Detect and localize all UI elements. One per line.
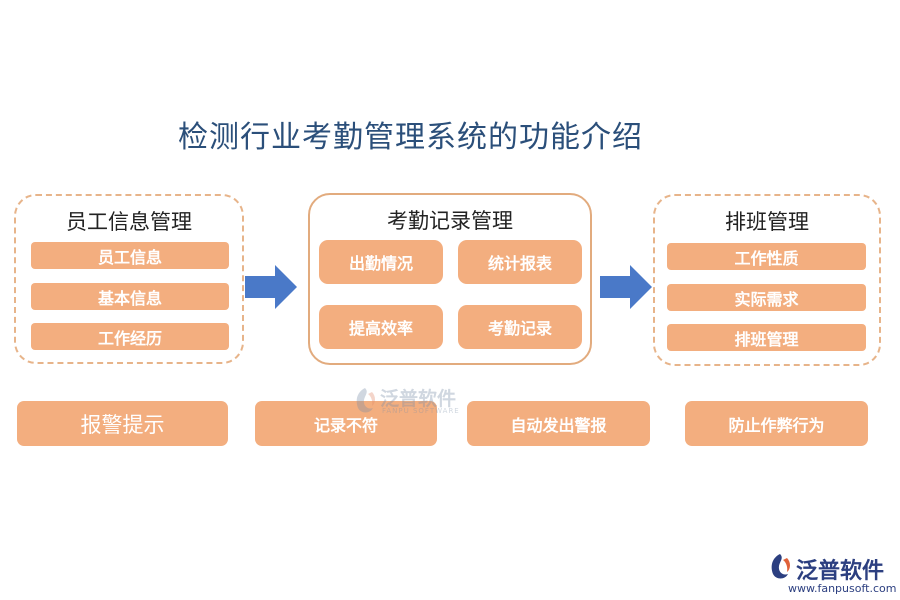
watermark-sub: FANPU SOFTWARE [382, 407, 460, 415]
arrow-right-icon [245, 265, 297, 309]
anti-cheating-box: 防止作弊行为 [685, 401, 868, 446]
alarm-prompt-box: 报警提示 [17, 401, 228, 446]
fanpu-logo-icon [771, 554, 790, 579]
shift-management-title: 排班管理 [725, 210, 809, 234]
employee-info-item: 员工信息 [31, 242, 229, 269]
logo-url: www.fanpusoft.com [788, 582, 897, 595]
work-nature-item: 工作性质 [667, 243, 866, 270]
statistics-report-item: 统计报表 [458, 240, 582, 284]
actual-demand-item: 实际需求 [667, 284, 866, 311]
watermark: 泛普软件 FANPU SOFTWARE [352, 384, 472, 420]
employee-info-panel: 员工信息管理 [14, 194, 244, 364]
attendance-record-panel: 考勤记录管理 [308, 193, 592, 365]
work-history-item: 工作经历 [31, 323, 229, 350]
fanpu-logo-icon [356, 388, 375, 413]
attendance-record-item: 考勤记录 [458, 305, 582, 349]
record-mismatch-box: 记录不符 [255, 401, 437, 446]
arrow-right-icon [600, 265, 652, 309]
shift-management-panel: 排班管理 [653, 194, 881, 366]
improve-efficiency-item: 提高效率 [319, 305, 443, 349]
watermark-name: 泛普软件 [380, 388, 457, 410]
basic-info-item: 基本信息 [31, 283, 229, 310]
shift-management-item: 排班管理 [667, 324, 866, 351]
attendance-status-item: 出勤情况 [319, 240, 443, 284]
employee-info-title: 员工信息管理 [66, 210, 192, 234]
auto-alarm-box: 自动发出警报 [467, 401, 650, 446]
page-title: 检测行业考勤管理系统的功能介绍 [178, 120, 643, 155]
attendance-record-title: 考勤记录管理 [387, 209, 513, 233]
fanpu-logo: 泛普软件 www.fanpusoft.com [766, 552, 896, 598]
logo-name: 泛普软件 [796, 559, 885, 584]
